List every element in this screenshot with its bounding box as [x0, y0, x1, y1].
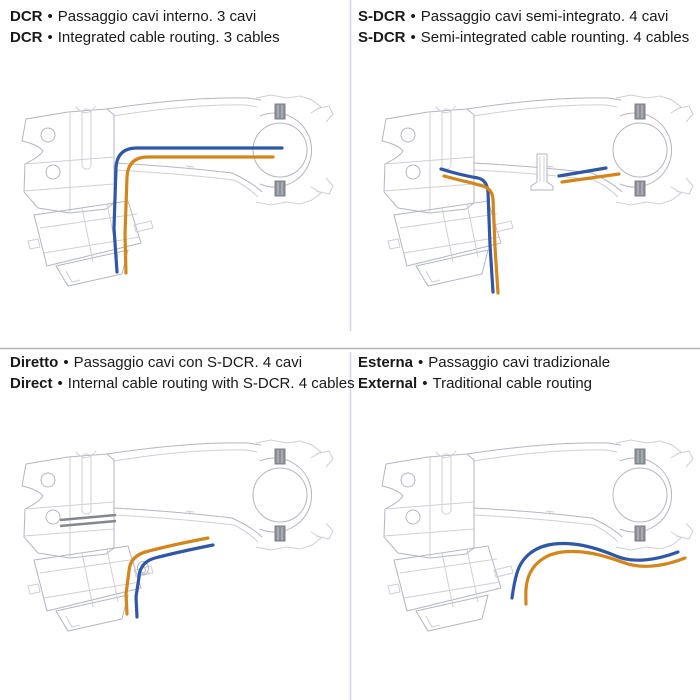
bullet-separator: •: [63, 354, 69, 371]
bullet-separator: •: [410, 8, 416, 25]
routing-label-direct: Diretto•Passaggio cavi con S-DCR. 4 cavi…: [10, 352, 355, 394]
bullet-separator: •: [47, 8, 53, 25]
label-line-it: Diretto•Passaggio cavi con S-DCR. 4 cavi: [10, 352, 355, 373]
cable-blue: [510, 541, 680, 600]
routing-description: Passaggio cavi interno. 3 cavi: [57, 8, 257, 25]
label-line-it: S-DCR•Passaggio cavi semi-integrato. 4 c…: [358, 6, 689, 27]
routing-description: Passaggio cavi con S-DCR. 4 cavi: [73, 354, 303, 371]
routing-term: Diretto: [10, 354, 59, 371]
routing-description: Passaggio cavi tradizionale: [428, 354, 611, 371]
diagram-dcr-integrated: [21, 94, 334, 287]
routing-description: Integrated cable routing. 3 cables: [57, 29, 280, 46]
routing-description: Passaggio cavi semi-integrato. 4 cavi: [420, 8, 669, 25]
label-line-en: External•Traditional cable routing: [358, 373, 610, 394]
routing-term: DCR: [10, 8, 43, 25]
routing-term: S-DCR: [358, 29, 406, 46]
bullet-separator: •: [410, 29, 416, 46]
routing-description: Semi-integrated cable rounting. 4 cables: [420, 29, 690, 46]
cable-orange: [442, 174, 500, 295]
cable-orange: [524, 549, 687, 606]
label-line-en: DCR•Integrated cable routing. 3 cables: [10, 27, 280, 48]
routing-label-sdcr: S-DCR•Passaggio cavi semi-integrato. 4 c…: [358, 6, 689, 48]
cable-blue-clamp-segment: [557, 166, 608, 178]
cable-orange: [124, 536, 210, 616]
bullet-separator: •: [47, 29, 53, 46]
preload-bolt: [530, 153, 554, 191]
routing-label-external: Esterna•Passaggio cavi tradizionale Exte…: [358, 352, 610, 394]
routing-term: Direct: [10, 375, 53, 392]
split-spacer: [59, 513, 117, 528]
diagram-direct-sdcr: [21, 439, 334, 632]
routing-label-dcr: DCR•Passaggio cavi interno. 3 cavi DCR•I…: [10, 6, 280, 48]
bullet-separator: •: [418, 354, 424, 371]
bullet-separator: •: [57, 375, 63, 392]
label-line-en: Direct•Internal cable routing with S-DCR…: [10, 373, 355, 394]
cable-blue: [134, 543, 215, 619]
label-line-it: Esterna•Passaggio cavi tradizionale: [358, 352, 610, 373]
label-line-en: S-DCR•Semi-integrated cable rounting. 4 …: [358, 27, 689, 48]
cable-orange-clamp-segment: [560, 172, 621, 184]
bullet-separator: •: [422, 375, 428, 392]
diagram-external-traditional: [381, 439, 694, 632]
diagram-sdcr-semi-integrated: [381, 94, 694, 295]
cable-orange: [123, 155, 275, 275]
cable-blue: [112, 146, 284, 274]
routing-term: Esterna: [358, 354, 414, 371]
routing-term: DCR: [10, 29, 43, 46]
routing-term: S-DCR: [358, 8, 406, 25]
label-line-it: DCR•Passaggio cavi interno. 3 cavi: [10, 6, 280, 27]
routing-term: External: [358, 375, 418, 392]
routing-description: Internal cable routing with S-DCR. 4 cab…: [67, 375, 355, 392]
routing-description: Traditional cable routing: [432, 375, 593, 392]
